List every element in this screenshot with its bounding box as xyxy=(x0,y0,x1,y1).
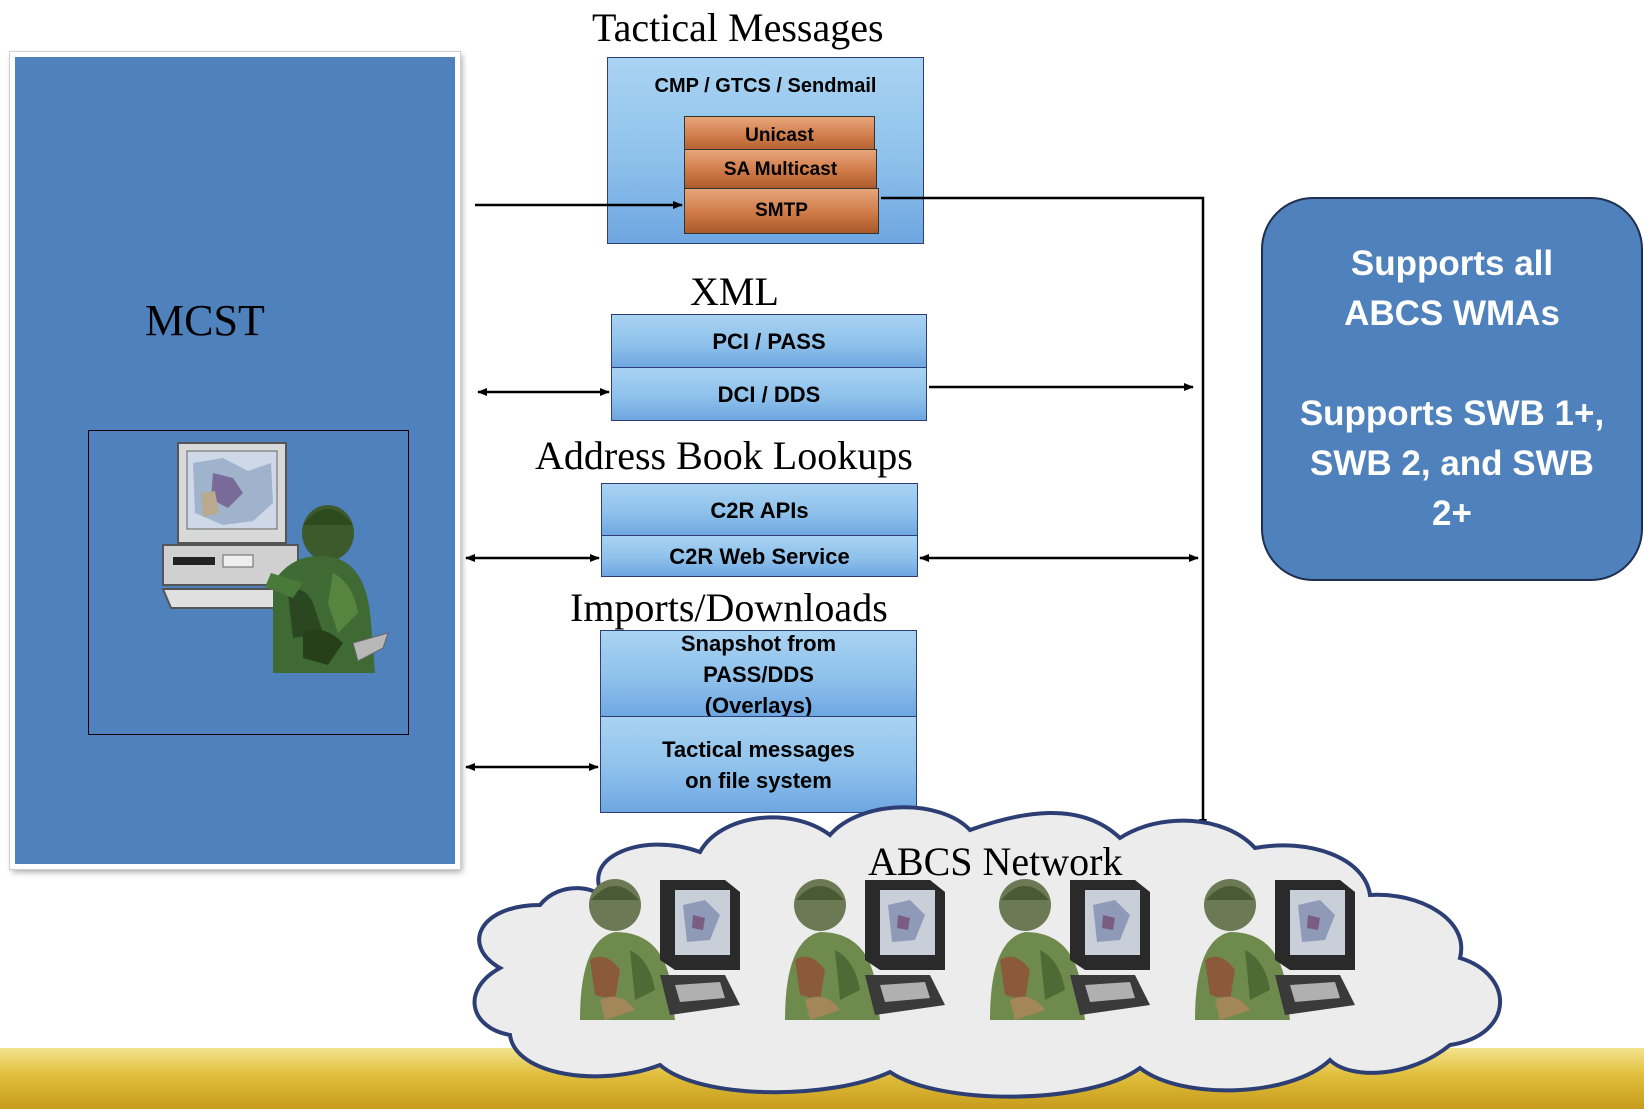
supports-wmas-text: Supports all ABCS WMAs xyxy=(1344,244,1560,333)
network-workstation-4 xyxy=(1195,879,1355,1020)
supports-swb-text: Supports SWB 1+, SWB 2, and SWB 2+ xyxy=(1299,394,1605,533)
import-snapshot: Snapshot from PASS/DDS (Overlays) xyxy=(600,630,917,718)
mcst-workstation-frame xyxy=(88,430,409,735)
network-workstation-1 xyxy=(580,879,740,1020)
address-book-title: Address Book Lookups xyxy=(535,433,913,478)
supports-callout: Supports all ABCS WMAs Supports SWB 1+, … xyxy=(1261,197,1643,581)
cloud-shape xyxy=(472,805,1502,1099)
tactical-header: CMP / GTCS / Sendmail xyxy=(654,75,877,97)
xml-pci-pass: PCI / PASS xyxy=(611,314,927,369)
mcst-label: MCST xyxy=(145,296,265,345)
abcs-network-label: ABCS Network xyxy=(868,839,1123,884)
c2r-web-service: C2R Web Service xyxy=(601,535,918,577)
import-tactical-messages: Tactical messages on file system xyxy=(600,716,917,813)
tactical-messages-title: Tactical Messages xyxy=(592,5,884,50)
arrow-smtp-to-network xyxy=(881,196,1207,829)
network-workstation-2 xyxy=(785,879,945,1020)
xml-title: XML xyxy=(690,269,779,314)
imports-title: Imports/Downloads xyxy=(570,585,888,630)
network-workstation-3 xyxy=(990,879,1150,1020)
xml-dci-dds: DCI / DDS xyxy=(611,367,927,421)
protocol-sa-multicast: SA Multicast xyxy=(684,149,877,190)
soldier-at-computer-icon xyxy=(161,442,389,673)
mcst-panel: MCST xyxy=(9,51,461,870)
c2r-apis: C2R APIs xyxy=(601,483,918,537)
protocol-smtp: SMTP xyxy=(684,188,879,234)
